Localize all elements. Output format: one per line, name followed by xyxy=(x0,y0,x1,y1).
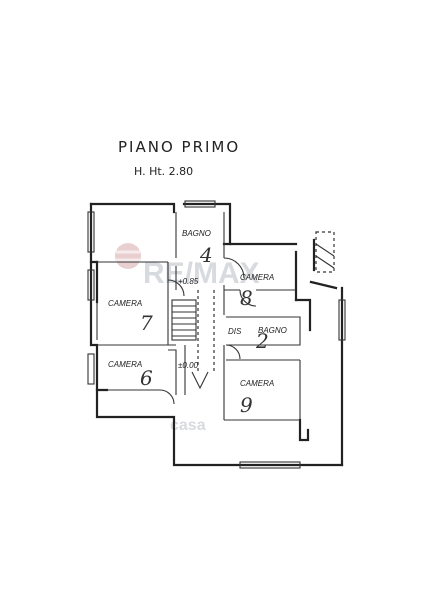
room-label: CAMERA xyxy=(108,360,142,369)
room-dis: DIS xyxy=(228,327,242,336)
balloon-logo-icon xyxy=(115,243,141,269)
room-label: BAGNO xyxy=(182,229,211,238)
balloon-stripe-icon xyxy=(116,250,140,262)
level-upper: +0.85 xyxy=(178,277,199,286)
room-number: 6 xyxy=(140,366,153,390)
room-bagno-top: BAGNO 4 xyxy=(182,229,213,267)
windows xyxy=(87,200,346,469)
watermark-sub: casa xyxy=(170,417,206,434)
room-number: 8 xyxy=(240,286,253,310)
room-label: BAGNO xyxy=(258,326,287,335)
staircase xyxy=(171,290,215,395)
watermark: RE/MAX casa xyxy=(115,243,260,434)
doors xyxy=(159,257,257,405)
room-label: CAMERA xyxy=(240,273,274,282)
room-label: CAMERA xyxy=(240,379,274,388)
plan-title: PIANO PRIMO xyxy=(118,138,240,156)
room-number: 9 xyxy=(240,393,253,417)
height-note: H. Ht. 2.80 xyxy=(134,165,193,178)
room-camera-right-top: CAMERA 8 xyxy=(240,273,274,310)
room-camera-right-bottom: CAMERA 9 xyxy=(240,379,274,417)
room-camera-left-bottom: CAMERA 6 xyxy=(108,360,153,390)
room-number: 2 xyxy=(255,329,269,353)
room-bagno-mid: BAGNO 2 xyxy=(255,326,287,353)
room-number: 4 xyxy=(199,243,213,267)
chimney xyxy=(315,231,335,273)
room-label: DIS xyxy=(228,327,242,336)
outer-walls xyxy=(89,202,344,467)
room-label: CAMERA xyxy=(108,299,142,308)
room-number: 7 xyxy=(140,311,153,335)
room-camera-left: CAMERA 7 xyxy=(108,299,153,335)
interior-walls xyxy=(96,212,301,421)
level-lower: ±0.00 xyxy=(178,361,199,370)
